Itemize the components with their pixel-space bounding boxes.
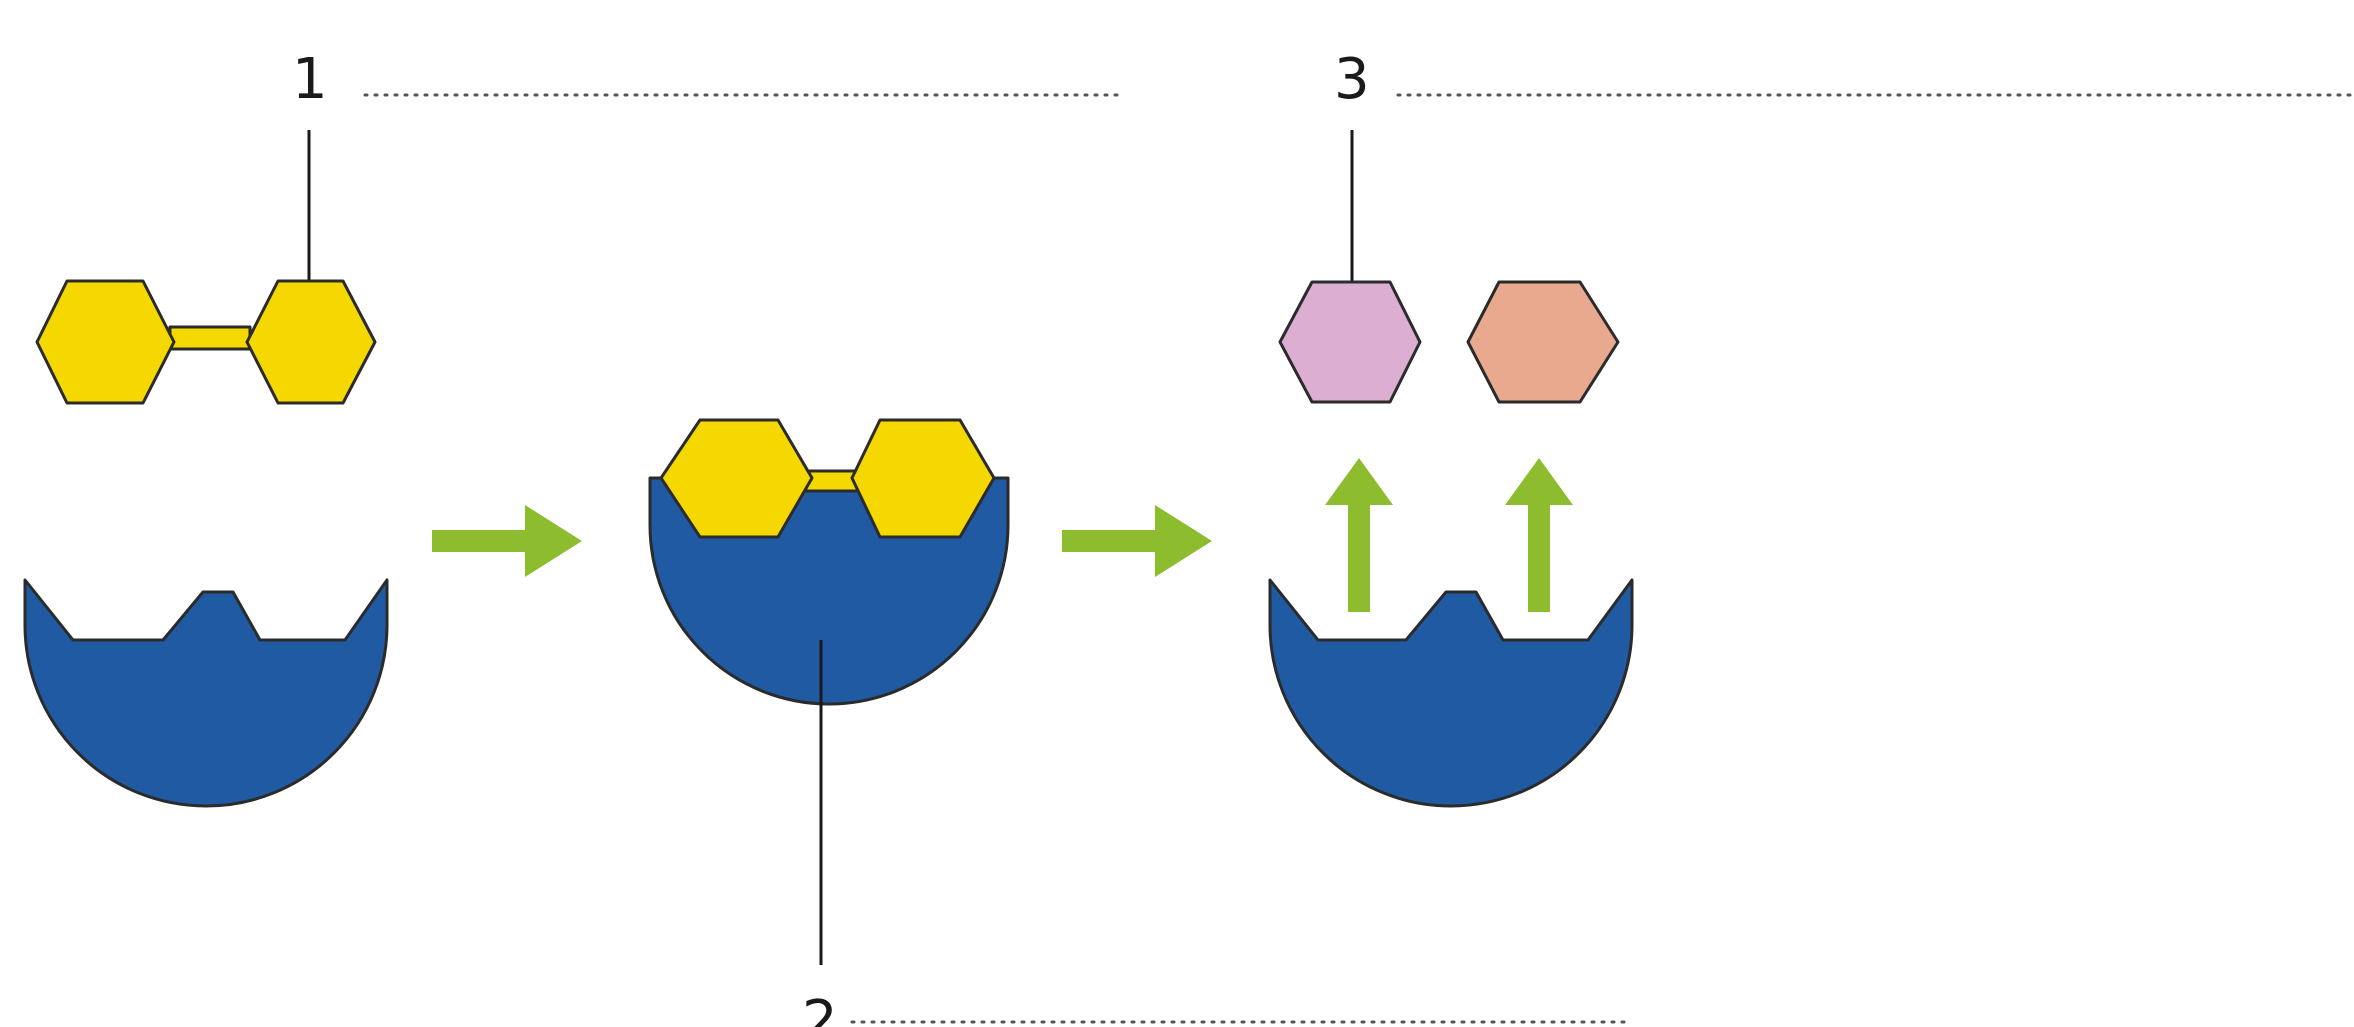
enzyme-stage-3 [1268,578,1634,808]
arrow-shaft [432,530,532,552]
label-1-number: 1 [292,47,328,112]
label-3-number: 3 [1334,47,1370,112]
arrow-head [1325,458,1393,505]
label-2-number: 2 [802,989,838,1027]
enzyme-substrate-complex [648,418,1010,706]
substrate-bond [168,325,252,351]
arrow-shaft [1348,502,1370,612]
arrow-head [1155,505,1212,577]
enzyme-stage-1 [23,578,389,808]
arrow-head [1505,458,1573,505]
product-release-arrow-left [1325,458,1393,612]
substrate-left-hexagon [35,279,176,405]
bound-substrate-molecule [659,418,996,539]
substrate-molecule-1 [35,279,377,405]
arrow-substrate-binding [432,505,582,577]
arrow-shaft [1062,530,1162,552]
bound-substrate-left-hexagon [659,418,814,539]
bound-substrate-right-hexagon [850,418,996,539]
arrow-head [525,505,582,577]
arrow-catalysis [1062,505,1212,577]
substrate-right-hexagon [245,279,377,405]
product-release-arrow-right [1505,458,1573,612]
arrow-shaft [1528,502,1550,612]
product-hexagon-2 [1466,280,1620,404]
product-hexagon-1 [1278,280,1422,404]
